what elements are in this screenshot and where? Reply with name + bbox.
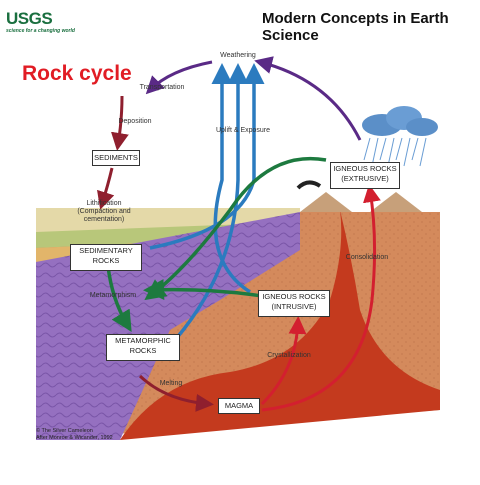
intrusive-line-1: IGNEOUS ROCKS [262,292,326,301]
intrusive-line-2: (INTRUSIVE) [271,302,317,311]
metamorphic-line-1: METAMORPHIC [115,336,171,345]
lithification-line-2: (Compaction and [77,208,131,215]
metamorphism-arrow-sedimentary [106,265,132,332]
label-uplift: Uplift & Exposure [215,127,271,134]
sedimentary-line-2: ROCKS [92,256,120,265]
weathering-arrows [145,56,362,141]
label-consolidation: Consolidation [345,254,389,261]
label-deposition: Deposition [118,118,152,125]
label-crystallization: Crystallization [267,352,311,359]
uplift-arrow-metamorphic [173,63,249,342]
melting-arrow [138,374,214,412]
lithification-arrows [97,95,214,412]
series-title: Modern Concepts in Earth Science [262,10,449,44]
metamorphism-arrows [106,156,327,332]
label-metamorphism: Metamorphism [89,292,137,299]
box-sedimentary-rocks: SEDIMENTARY ROCKS [70,244,142,271]
extrusive-line-1: IGNEOUS ROCKS [333,164,397,173]
box-metamorphic-rocks: METAMORPHIC ROCKS [106,334,180,361]
rain-cloud-icon [362,106,438,167]
metamorphic-line-2: ROCKS [129,346,157,355]
lithification-line-1: Lithification [86,200,122,207]
credit-line-1: © The Silver Cameleon [36,428,93,434]
label-melting: Melting [159,380,183,387]
crystallization-arrow [260,316,307,406]
label-weathering: Weathering [220,52,256,59]
extrusive-line-2: (EXTRUSIVE) [341,174,389,183]
metamorphism-arrow-intrusive [143,279,263,301]
box-magma: MAGMA [218,398,260,414]
sedimentary-line-1: SEDIMENTARY [79,246,133,255]
usgs-logo-text: USGS [6,9,53,28]
box-igneous-intrusive: IGNEOUS ROCKS (INTRUSIVE) [258,290,330,317]
uplift-arrow-intrusive [211,63,251,294]
credit-line-2: After Monroe & Wicander, 1992 [36,435,113,441]
transportation-arrow [145,60,213,95]
consolidation-arrow [261,184,381,412]
image-credit: © The Silver Cameleon After Monroe & Wic… [36,428,113,442]
deposition-arrow [111,95,129,151]
box-igneous-extrusive: IGNEOUS ROCKS (EXTRUSIVE) [330,162,400,189]
lithification-arrow [97,167,115,210]
lithification-line-3: cementation) [83,216,125,223]
usgs-logo: USGS science for a changing world [6,10,75,34]
magma-arrows [260,184,381,412]
weathering-arrow-extrusive [254,56,362,141]
label-lithification: Lithification (Compaction and cementatio… [72,200,136,224]
metamorphism-arrow-extrusive [144,156,327,301]
diagram-title: Rock cycle [22,62,132,85]
label-transportation: Transportation [139,84,185,91]
box-sediments: SEDIMENTS [92,150,140,166]
usgs-logo-tagline: science for a changing world [6,28,75,34]
